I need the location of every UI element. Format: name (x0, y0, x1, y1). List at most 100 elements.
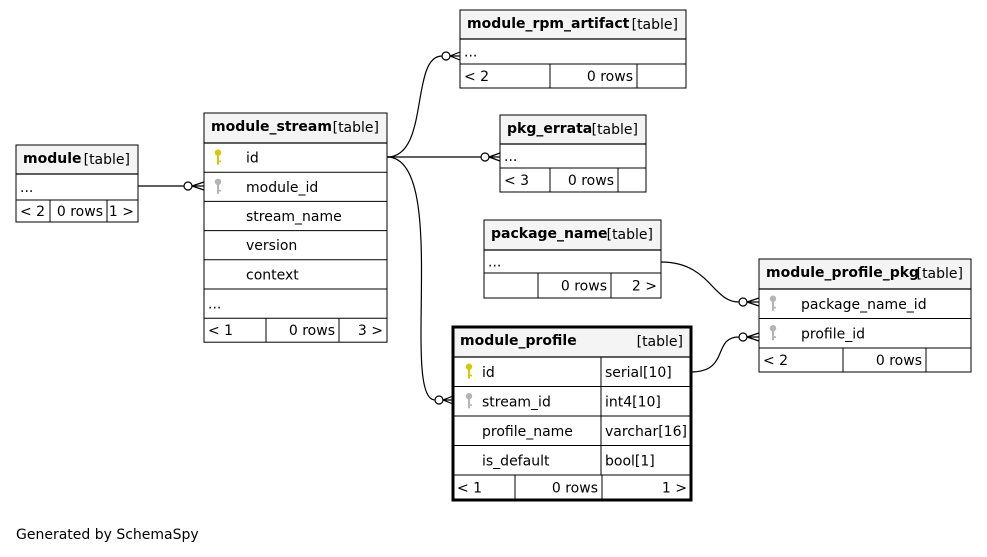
optional-marker (434, 395, 444, 405)
column-name: stream_name (246, 209, 342, 225)
primary-key-icon (465, 363, 473, 379)
foreign-key-icon (769, 295, 777, 311)
table-border (15, 144, 139, 223)
foreign-key-icon (769, 325, 777, 341)
table-module-profile-pkg[interactable]: module_profile_pkg[table] package_name_id… (758, 258, 972, 373)
relation-module-to-stream (138, 181, 205, 191)
table-border (483, 219, 662, 299)
table-package-name[interactable]: package_name[table]... 0 rows 2 > (483, 219, 662, 299)
column-name: profile_id (801, 326, 865, 342)
table-type-label: [table] (84, 152, 130, 168)
column-name: id (246, 151, 259, 167)
row-count: 0 rows (561, 279, 607, 295)
table-header-bg (16, 145, 138, 174)
row-count: 0 rows (552, 481, 598, 497)
table-row-version[interactable]: version (204, 230, 387, 255)
column-name: ... (464, 45, 477, 61)
relation-profile-to-profile-pkg (690, 332, 760, 373)
table-row-ellipsis[interactable]: ... (464, 45, 477, 61)
column-name: ... (488, 255, 501, 271)
relationship-lines (138, 51, 760, 405)
table-header-bg (759, 259, 971, 289)
foreign-key-icon (214, 178, 222, 194)
table-row-ellipsis[interactable]: ... (204, 288, 387, 313)
table-type-label: [table] (333, 120, 379, 136)
column-name: profile_name (482, 424, 573, 440)
parent-count[interactable]: < 1 (457, 481, 482, 497)
table-row-stream-name[interactable]: stream_name (204, 200, 387, 225)
table-name: pkg_errata (507, 121, 592, 137)
column-name: id (482, 365, 495, 381)
table-header-bg (453, 327, 691, 357)
table-row-ellipsis[interactable]: ... (20, 180, 33, 196)
column-type: int4[10] (605, 394, 661, 410)
column-name: ... (208, 297, 221, 313)
table-module[interactable]: module[table]... < 2 0 rows 1 > (15, 144, 139, 223)
child-count[interactable]: 1 > (109, 204, 134, 220)
row-count: 0 rows (587, 69, 633, 85)
table-header-bg (500, 115, 646, 144)
table-header-bg (484, 220, 661, 250)
table-name: module_profile_pkg (766, 265, 919, 281)
table-row-context[interactable]: context (204, 259, 387, 284)
many-crowfoot (442, 395, 454, 405)
child-count[interactable]: 3 > (358, 323, 383, 339)
column-type: bool[1] (605, 453, 655, 469)
table-border (203, 112, 388, 343)
table-type-label: [table] (637, 334, 683, 350)
relation-stream-to-rpm-artifact (386, 51, 461, 158)
table-border (451, 325, 693, 502)
table-type-label: [table] (632, 17, 678, 33)
parent-count[interactable]: < 2 (464, 69, 489, 85)
relation-stream-to-pkg-errata (387, 152, 501, 162)
table-module-stream[interactable]: module_stream[table]idmodule_idstream_na… (203, 112, 388, 343)
child-count[interactable]: 2 > (632, 279, 657, 295)
row-count: 0 rows (568, 173, 614, 189)
table-header-bg (460, 10, 686, 39)
table-row-profile-id[interactable]: profile_id (759, 318, 971, 343)
parent-count[interactable]: < 3 (504, 173, 529, 189)
optional-marker (441, 51, 451, 61)
many-crowfoot (488, 152, 501, 162)
table-name: module_profile (460, 333, 577, 349)
many-crowfoot (191, 181, 205, 191)
table-name: module_rpm_artifact (467, 16, 630, 32)
many-crowfoot (449, 51, 461, 61)
parent-count[interactable]: < 2 (763, 353, 788, 369)
table-row-ellipsis[interactable]: ... (488, 255, 501, 271)
table-border (459, 9, 687, 89)
column-name: ... (504, 149, 517, 165)
table-row-profile-name[interactable]: profile_name varchar[16] (453, 415, 691, 440)
parent-count[interactable]: < 2 (20, 204, 45, 220)
table-name: package_name (491, 226, 608, 242)
column-name: context (246, 267, 299, 283)
row-count: 0 rows (57, 204, 103, 220)
optional-marker (738, 332, 748, 342)
relation-stream-to-profile (386, 156, 454, 405)
table-module-rpm-artifact[interactable]: module_rpm_artifact[table]... < 2 0 rows (459, 9, 687, 89)
optional-marker (183, 181, 193, 191)
table-row-package-name-id[interactable]: package_name_id (769, 295, 927, 313)
table-name: module (23, 151, 82, 167)
table-row-module-id[interactable]: module_id (204, 171, 387, 196)
table-type-label: [table] (917, 266, 963, 282)
many-crowfoot (746, 332, 760, 342)
table-row-id[interactable]: id (214, 149, 259, 167)
relation-package-name-to-profile-pkg (660, 261, 760, 307)
child-count[interactable]: 1 > (662, 481, 687, 497)
generated-by-label: Generated by SchemaSpy (16, 527, 199, 543)
table-row-ellipsis[interactable]: ... (504, 149, 517, 165)
column-name: ... (20, 180, 33, 196)
table-type-label: [table] (607, 227, 653, 243)
column-type: varchar[16] (605, 424, 687, 440)
many-crowfoot (746, 297, 760, 307)
table-border (758, 258, 972, 373)
parent-count[interactable]: < 1 (208, 323, 233, 339)
